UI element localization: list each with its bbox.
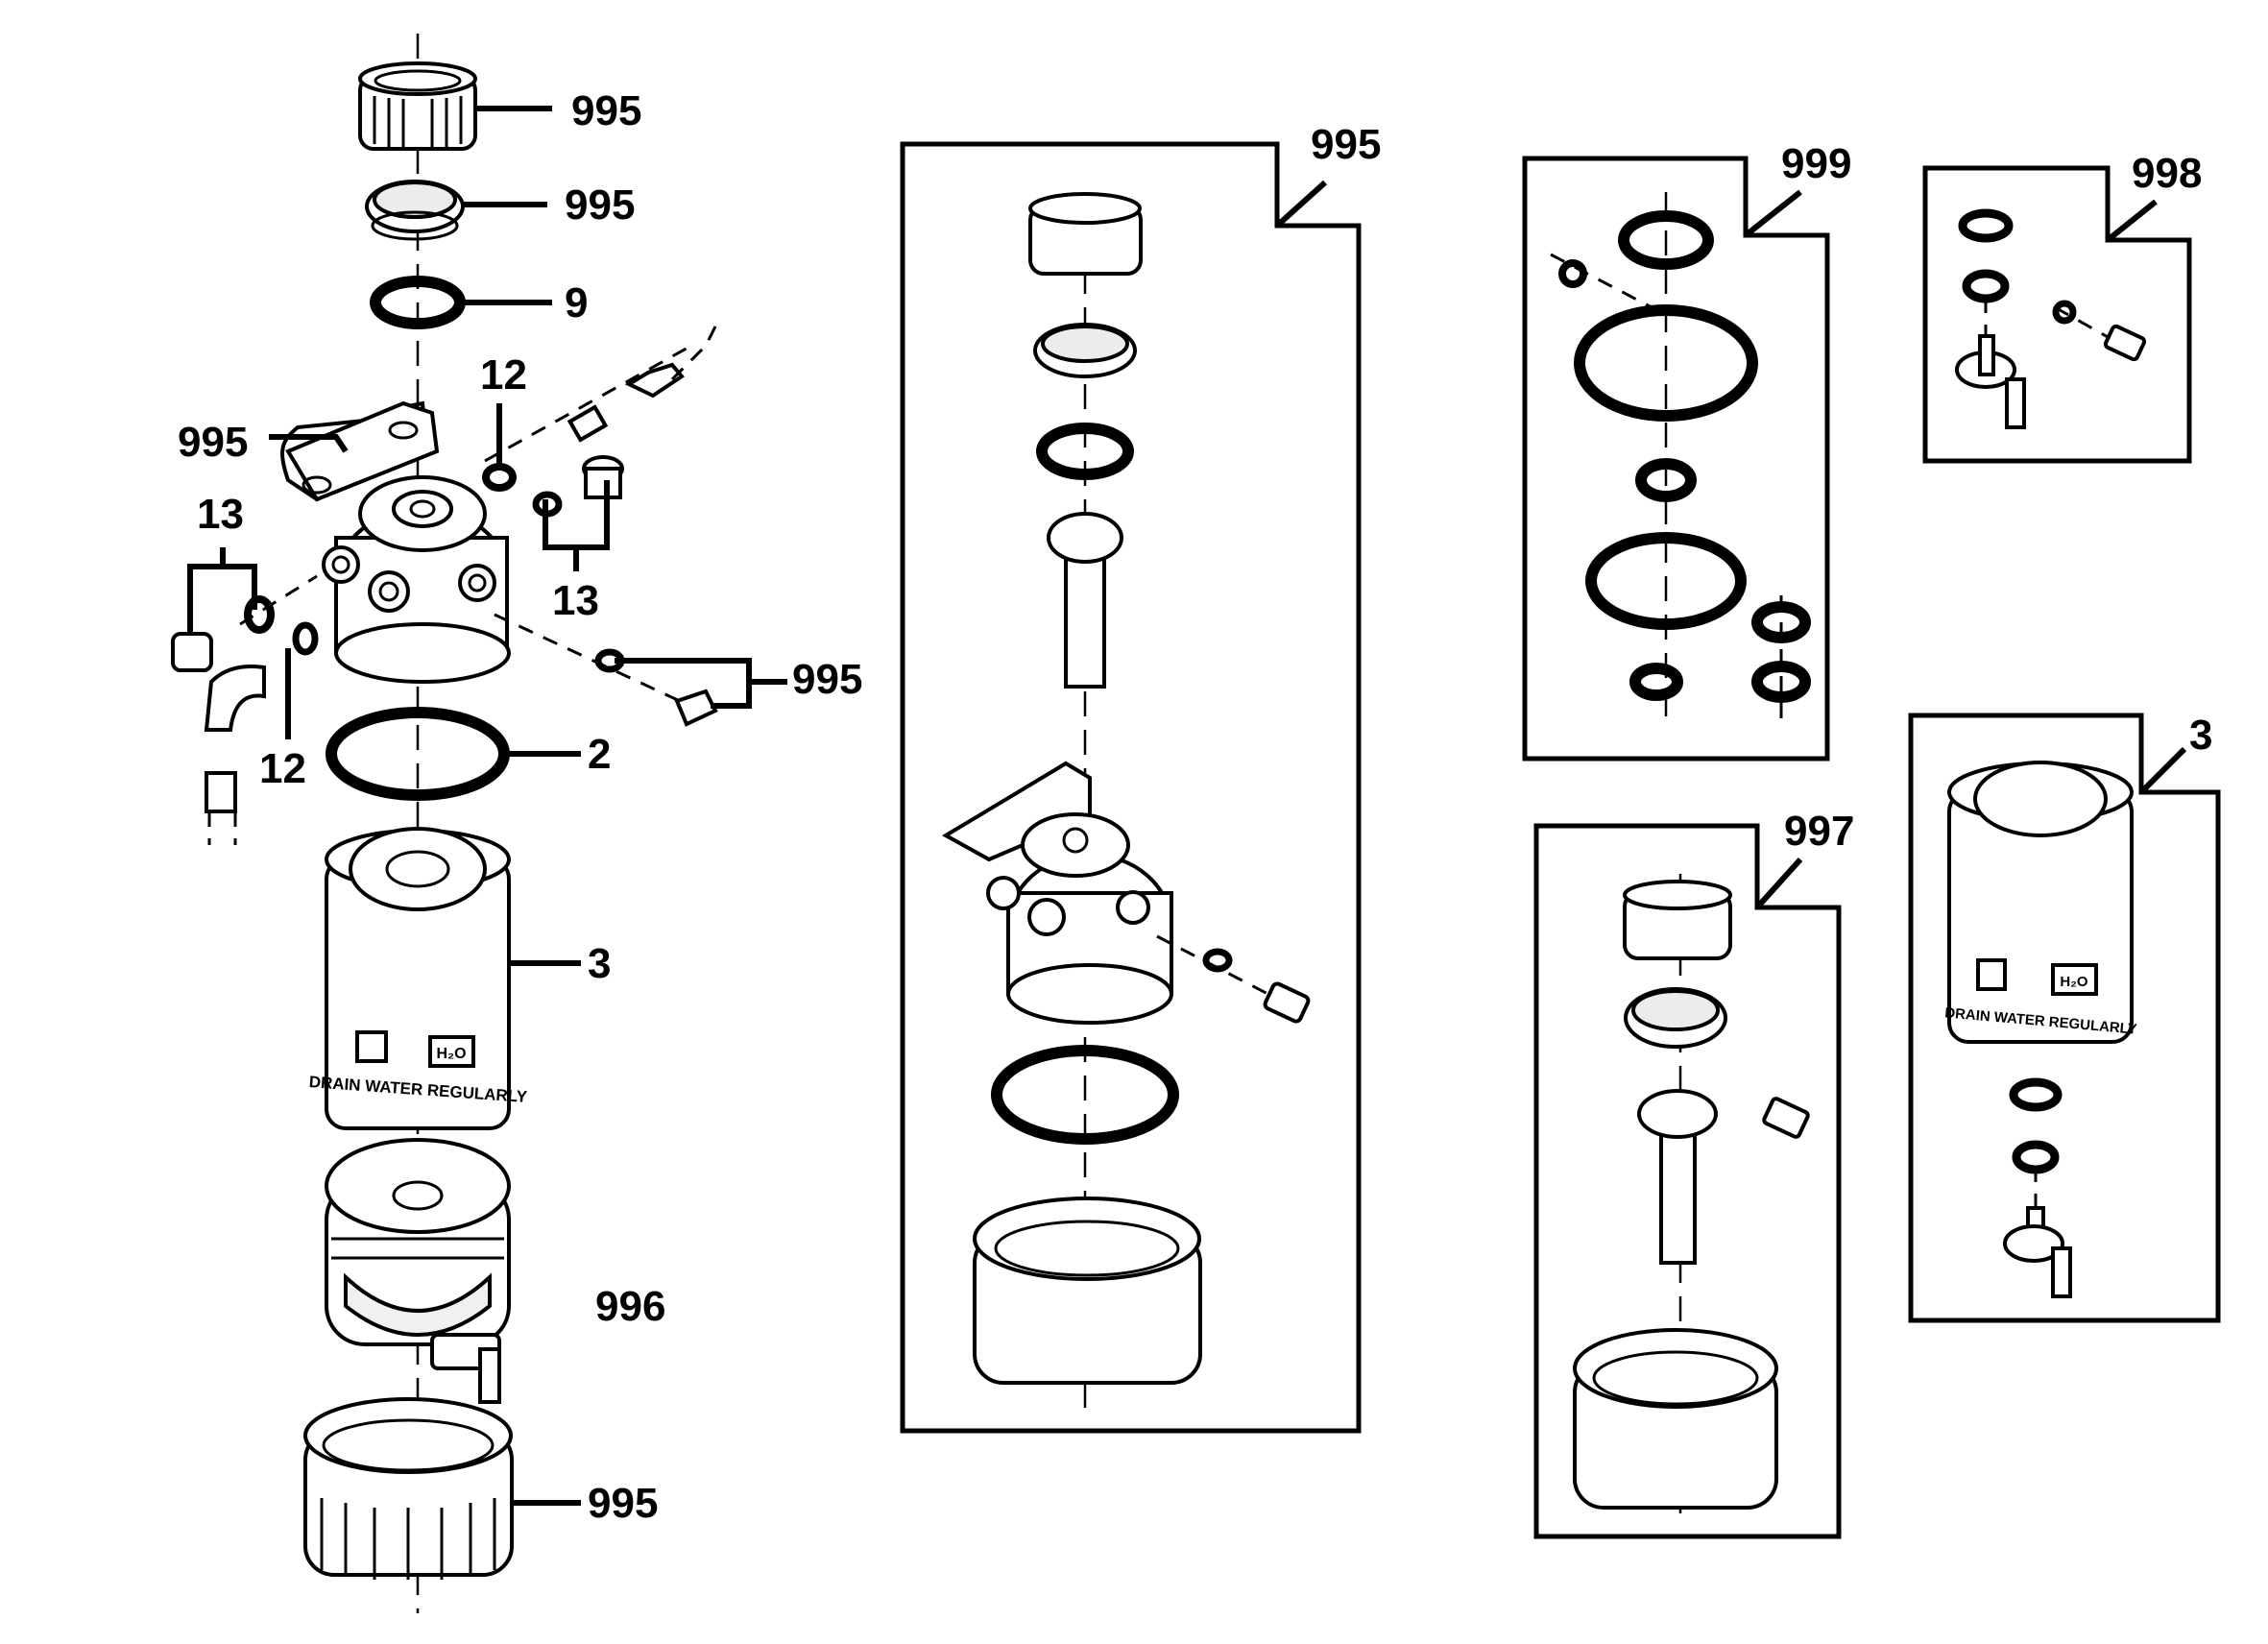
callout-kit-997: 997 <box>1784 808 1854 855</box>
fittings-right <box>482 326 718 727</box>
callout-995-bleed-screw: 995 <box>792 656 862 703</box>
callout-13-left: 13 <box>197 491 244 538</box>
kit-999-ring-b <box>1574 304 1758 422</box>
kit-999-ring-g <box>1751 661 1811 703</box>
kit-997-border <box>1533 823 1842 1539</box>
kit-999-ring-d <box>1585 532 1747 630</box>
kit-3-h2o-symbol: H₂O <box>2060 974 2087 990</box>
kit-995-border <box>900 141 1362 1434</box>
fittings-left <box>171 574 319 845</box>
kit-995-parts <box>942 192 1311 1385</box>
bottom-ring-995 <box>303 1397 514 1580</box>
filter-element-3: H₂O DRAIN WATER REGULARLY <box>308 827 528 1130</box>
kit-3-border <box>1908 713 2221 1323</box>
callout-12-bottom: 12 <box>259 745 306 792</box>
callout-996: 996 <box>595 1283 665 1330</box>
kit-998-border <box>1922 165 2192 464</box>
strainer-cap <box>365 180 465 241</box>
kit-998-box: 998 <box>1922 150 2202 464</box>
water-bowl-996 <box>325 1138 511 1404</box>
callout-995-bracket: 995 <box>178 419 248 466</box>
main-leader-lines <box>187 106 787 1506</box>
kit-999-ring-c <box>1635 458 1697 502</box>
kit-998-ring-b <box>1962 269 2010 303</box>
callout-kit-3: 3 <box>2189 712 2212 759</box>
callout-12-top: 12 <box>480 351 527 399</box>
kit-3-ring-a <box>2009 1077 2063 1112</box>
main-assembly: H₂O DRAIN WATER REGULARLY <box>171 34 862 1613</box>
callout-995-top-ring: 995 <box>571 87 641 134</box>
callout-995-bottom-ring: 995 <box>588 1480 658 1527</box>
kit-999-box: 999 <box>1522 140 1851 762</box>
filter-head <box>280 400 511 684</box>
kit-3-ring-b <box>2012 1140 2060 1174</box>
kit-999-ring-e <box>1629 663 1683 701</box>
kit-998-ring-a <box>1958 208 2014 243</box>
callout-13-right: 13 <box>552 577 599 624</box>
callout-kit-995: 995 <box>1311 121 1381 168</box>
callout-995-strainer: 995 <box>565 181 635 229</box>
callout-2: 2 <box>588 731 611 778</box>
kit-995-box: 995 <box>900 121 1381 1434</box>
kit-999-ring-a <box>1618 210 1714 270</box>
kit-999-small-ring <box>1558 259 1587 288</box>
kit-999-border <box>1522 156 1830 762</box>
kit-3-filter-element: H₂O DRAIN WATER REGULARLY <box>1944 761 2137 1044</box>
callout-kit-999: 999 <box>1781 140 1851 187</box>
top-retaining-ring <box>358 61 477 151</box>
callout-9: 9 <box>565 279 588 326</box>
kit-3-box: H₂O DRAIN WATER REGULARLY 3 <box>1908 712 2221 1323</box>
h2o-symbol: H₂O <box>436 1046 466 1062</box>
kit-3-drain-valve <box>2003 1224 2064 1263</box>
callout-3: 3 <box>588 940 611 987</box>
kit-997-box: 997 <box>1533 808 1854 1539</box>
callout-kit-998: 998 <box>2132 150 2202 197</box>
